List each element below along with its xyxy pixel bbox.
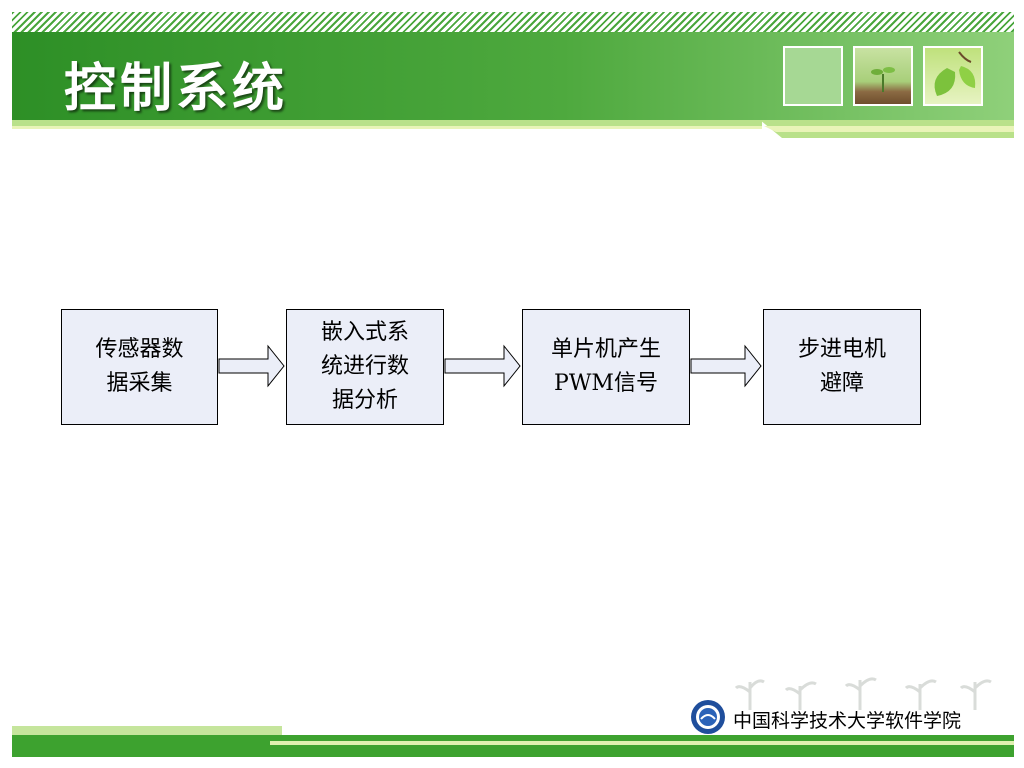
- leaf-icon: [934, 51, 976, 96]
- sprout-icon: [871, 67, 895, 92]
- slide-title: 控制系统: [64, 58, 289, 119]
- diagram-box-sensor: 传感器数 据采集: [61, 309, 218, 425]
- sprout-image: [853, 46, 913, 106]
- diagram-box-embedded: 嵌入式系 统进行数 据分析: [286, 309, 444, 425]
- box-label-embedded: 嵌入式系 统进行数 据分析: [320, 320, 409, 413]
- header-band: [12, 32, 1014, 120]
- top-decorative-strip: [12, 12, 1014, 32]
- footer-accent-line: [270, 741, 1014, 745]
- plant-silhouettes-decoration: [734, 677, 992, 710]
- footer-school-name: 中国科学技术大学软件学院: [733, 710, 962, 732]
- university-logo-icon: [691, 700, 725, 734]
- diagram-box-mcu: 单片机产生 PWM信号: [522, 309, 690, 425]
- box-label-sensor: 传感器数 据采集: [95, 337, 184, 396]
- diagram-box-motor: 步进电机 避障: [763, 309, 921, 425]
- header-step-accent: [760, 120, 1014, 138]
- footer-accent-light: [12, 726, 282, 735]
- leaves-image: [923, 46, 983, 106]
- box-label-motor: 步进电机 避障: [797, 337, 886, 396]
- arrow-embedded-to-mcu: [444, 344, 521, 388]
- footer-band: [12, 735, 1014, 757]
- header-thumbnail-plain: [783, 46, 843, 106]
- arrow-sensor-to-embedded: [218, 344, 285, 388]
- header-accent-line: [12, 120, 762, 126]
- box-label-mcu: 单片机产生 PWM信号: [550, 337, 661, 396]
- arrow-mcu-to-motor: [690, 344, 762, 388]
- header-accent-line-light: [12, 126, 762, 129]
